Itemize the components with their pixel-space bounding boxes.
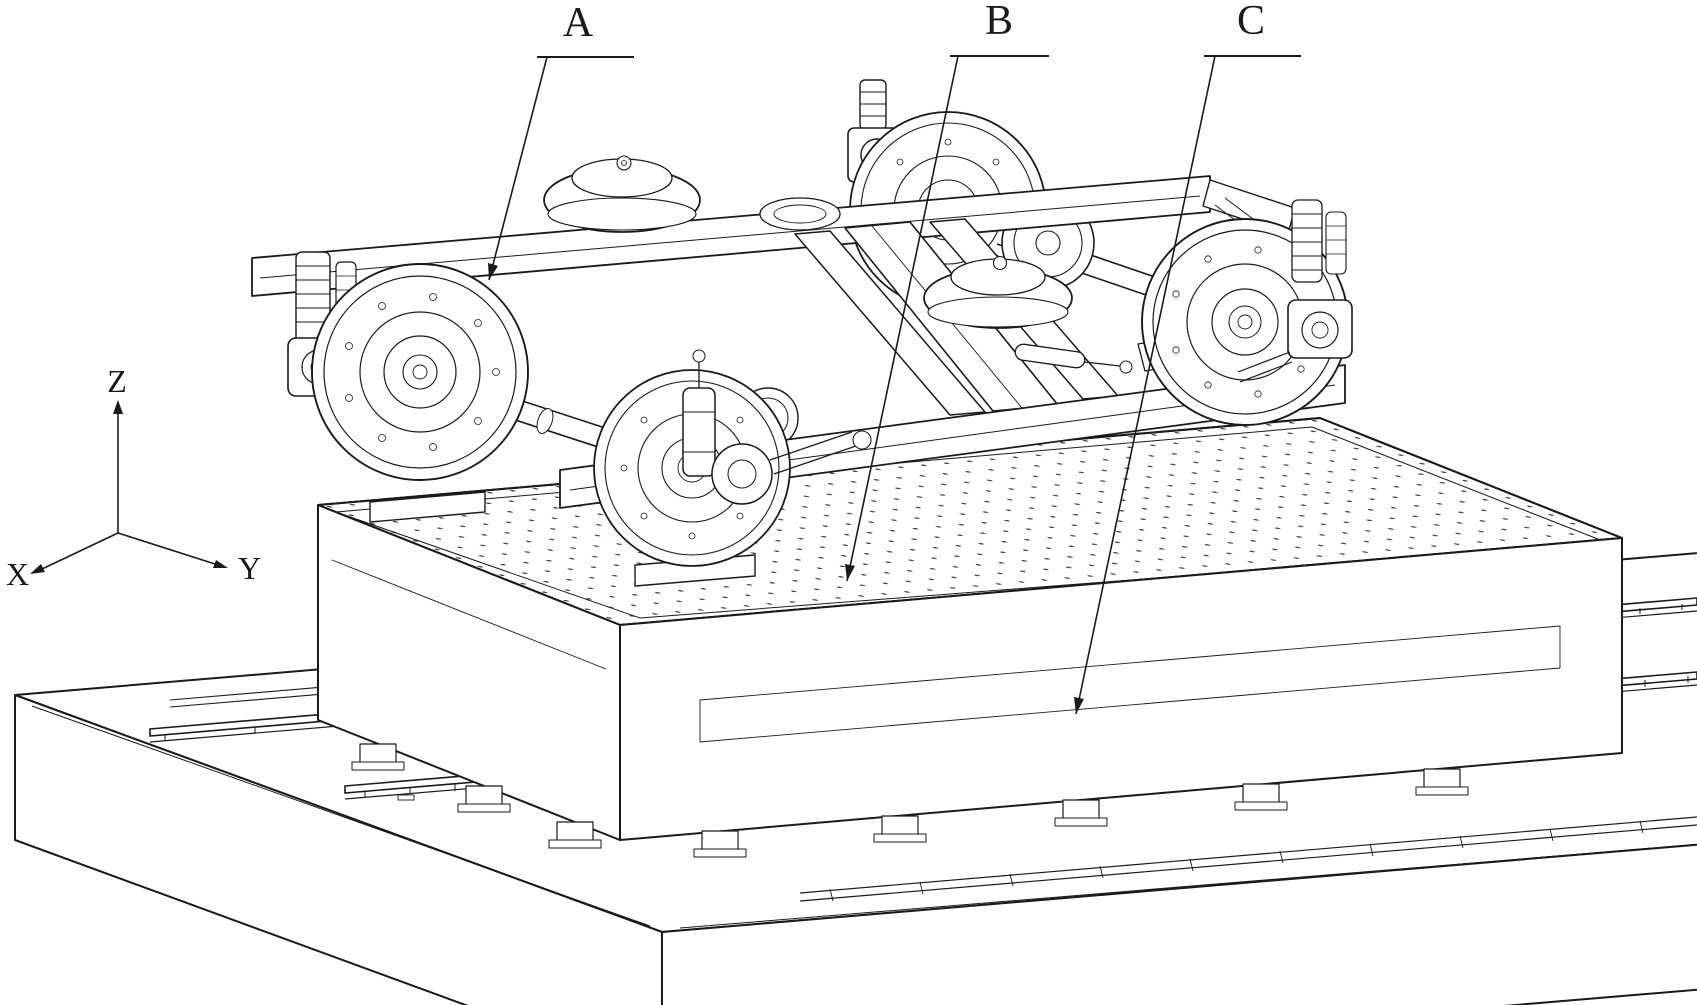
callout-c-label: C <box>1237 0 1265 44</box>
test-bench-base <box>317 417 1623 858</box>
bench-right-face <box>619 537 1623 841</box>
frame-hatch-oval <box>759 197 841 231</box>
axlebox-rear-near <box>1237 199 1353 383</box>
bench-right-face-panel <box>699 625 1561 743</box>
x-axis-arrowhead <box>30 564 45 574</box>
wheel-bolt-holes <box>345 293 500 451</box>
slab-right-face <box>661 843 1697 1005</box>
axis-triad: Z X Y <box>6 363 261 592</box>
leader-arrowhead-a <box>488 263 498 280</box>
y-axis-line <box>117 532 216 565</box>
air-spring-secondary-near <box>923 255 1073 329</box>
wheel-support-block <box>369 491 486 523</box>
callout-a-label: A <box>563 0 594 46</box>
bench-left-face-seam <box>331 559 607 670</box>
z-axis-label: Z <box>107 363 127 399</box>
x-axis-label: X <box>6 556 29 592</box>
slab-edge-chamfer-right <box>679 844 1693 929</box>
leader-arrowhead-c <box>1074 697 1084 714</box>
callouts: A B C <box>488 0 1301 715</box>
lateral-damper <box>1014 343 1133 374</box>
leader-line-a <box>488 56 548 281</box>
y-axis-arrowhead <box>213 560 228 568</box>
x-axis-line <box>41 532 119 570</box>
callout-b-label: B <box>985 0 1013 44</box>
wheel-front-far <box>311 263 529 481</box>
leader-arrowhead-b <box>845 564 855 581</box>
bench-feet <box>351 743 1469 858</box>
bogie <box>251 79 1353 567</box>
air-spring-secondary-far <box>543 155 701 233</box>
y-axis-label: Y <box>238 550 261 586</box>
slab-edge-chamfer-left <box>31 705 651 927</box>
t-slot-groove-front <box>799 816 1697 902</box>
z-axis-arrowhead <box>113 400 123 414</box>
leader-line-b <box>846 55 959 582</box>
rail-rear-fastener-ticks <box>164 604 1683 741</box>
rail-clamp-plate <box>397 794 415 801</box>
leader-line-c <box>1075 55 1216 715</box>
vertical-damper-front <box>682 349 872 505</box>
